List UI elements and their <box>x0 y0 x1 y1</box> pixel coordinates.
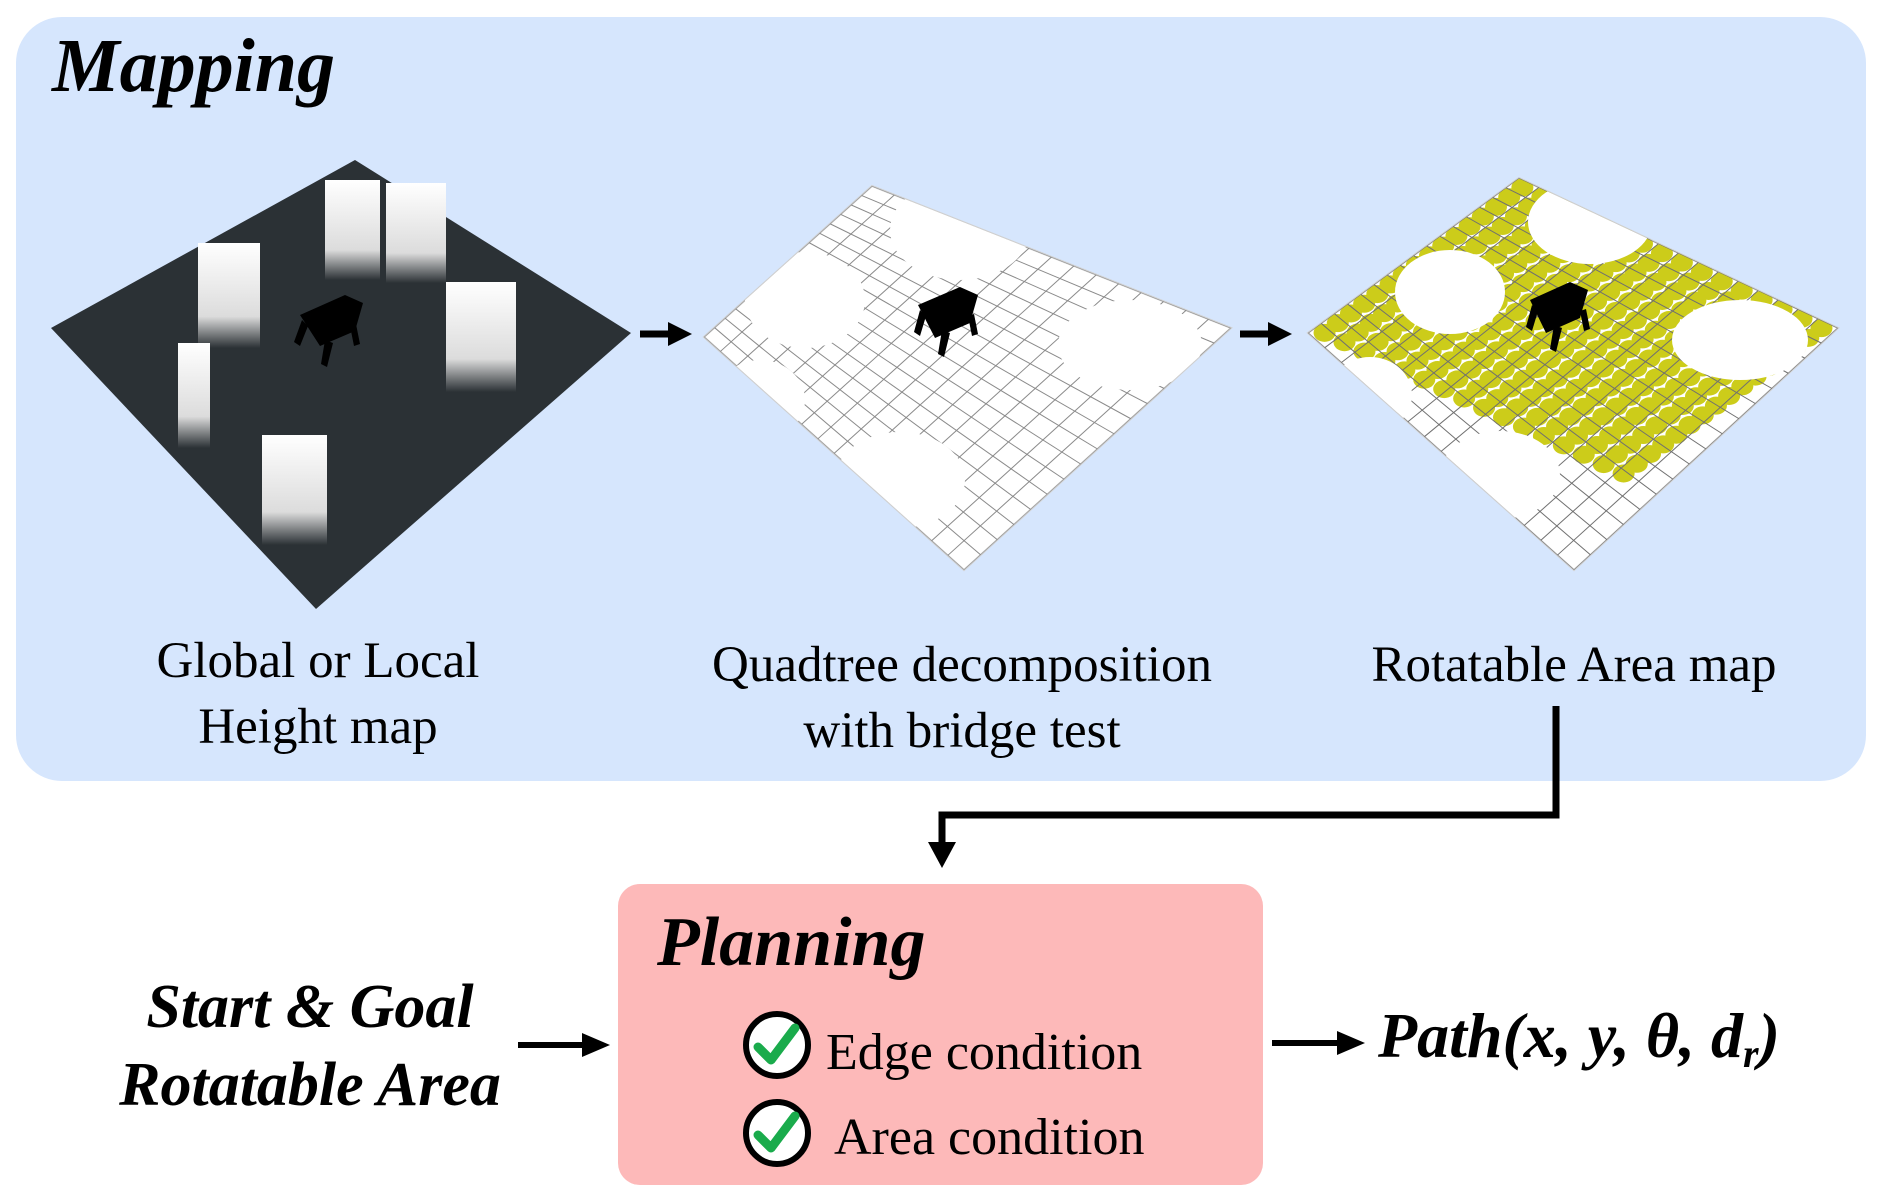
check-circle-icon <box>743 1099 811 1167</box>
start-goal-label: Start & Goal Rotatable Area <box>100 968 520 1124</box>
caption-line: Global or Local <box>156 633 480 689</box>
planning-title: Planning <box>657 904 926 981</box>
path-subscript: r <box>1743 1031 1759 1076</box>
arrow-planning-to-path <box>1272 1031 1365 1055</box>
area-condition-label: Area condition <box>834 1109 1145 1166</box>
caption-line: Height map <box>198 699 438 755</box>
path-suffix: ) <box>1758 1000 1780 1071</box>
path-text: Path(x, y, θ, d <box>1378 1000 1744 1071</box>
start-goal-line: Start & Goal <box>146 973 474 1041</box>
caption-height-map: Global or Local Height map <box>118 628 518 760</box>
caption-quadtree: Quadtree decomposition with bridge test <box>662 632 1262 764</box>
mapping-title: Mapping <box>52 24 335 108</box>
caption-line: Rotatable Area map <box>1371 637 1777 693</box>
caption-line: with bridge test <box>803 703 1121 759</box>
edge-condition-label: Edge condition <box>826 1024 1143 1081</box>
caption-rotatable: Rotatable Area map <box>1324 632 1824 698</box>
caption-line: Quadtree decomposition <box>712 637 1212 693</box>
path-output-label: Path(x, y, θ, dr) <box>1378 1004 1780 1074</box>
arrow-input-to-planning <box>518 1033 610 1057</box>
check-circle-icon <box>743 1011 811 1079</box>
rotatable-area-line: Rotatable Area <box>119 1051 501 1119</box>
planning-panel <box>618 884 1263 1185</box>
